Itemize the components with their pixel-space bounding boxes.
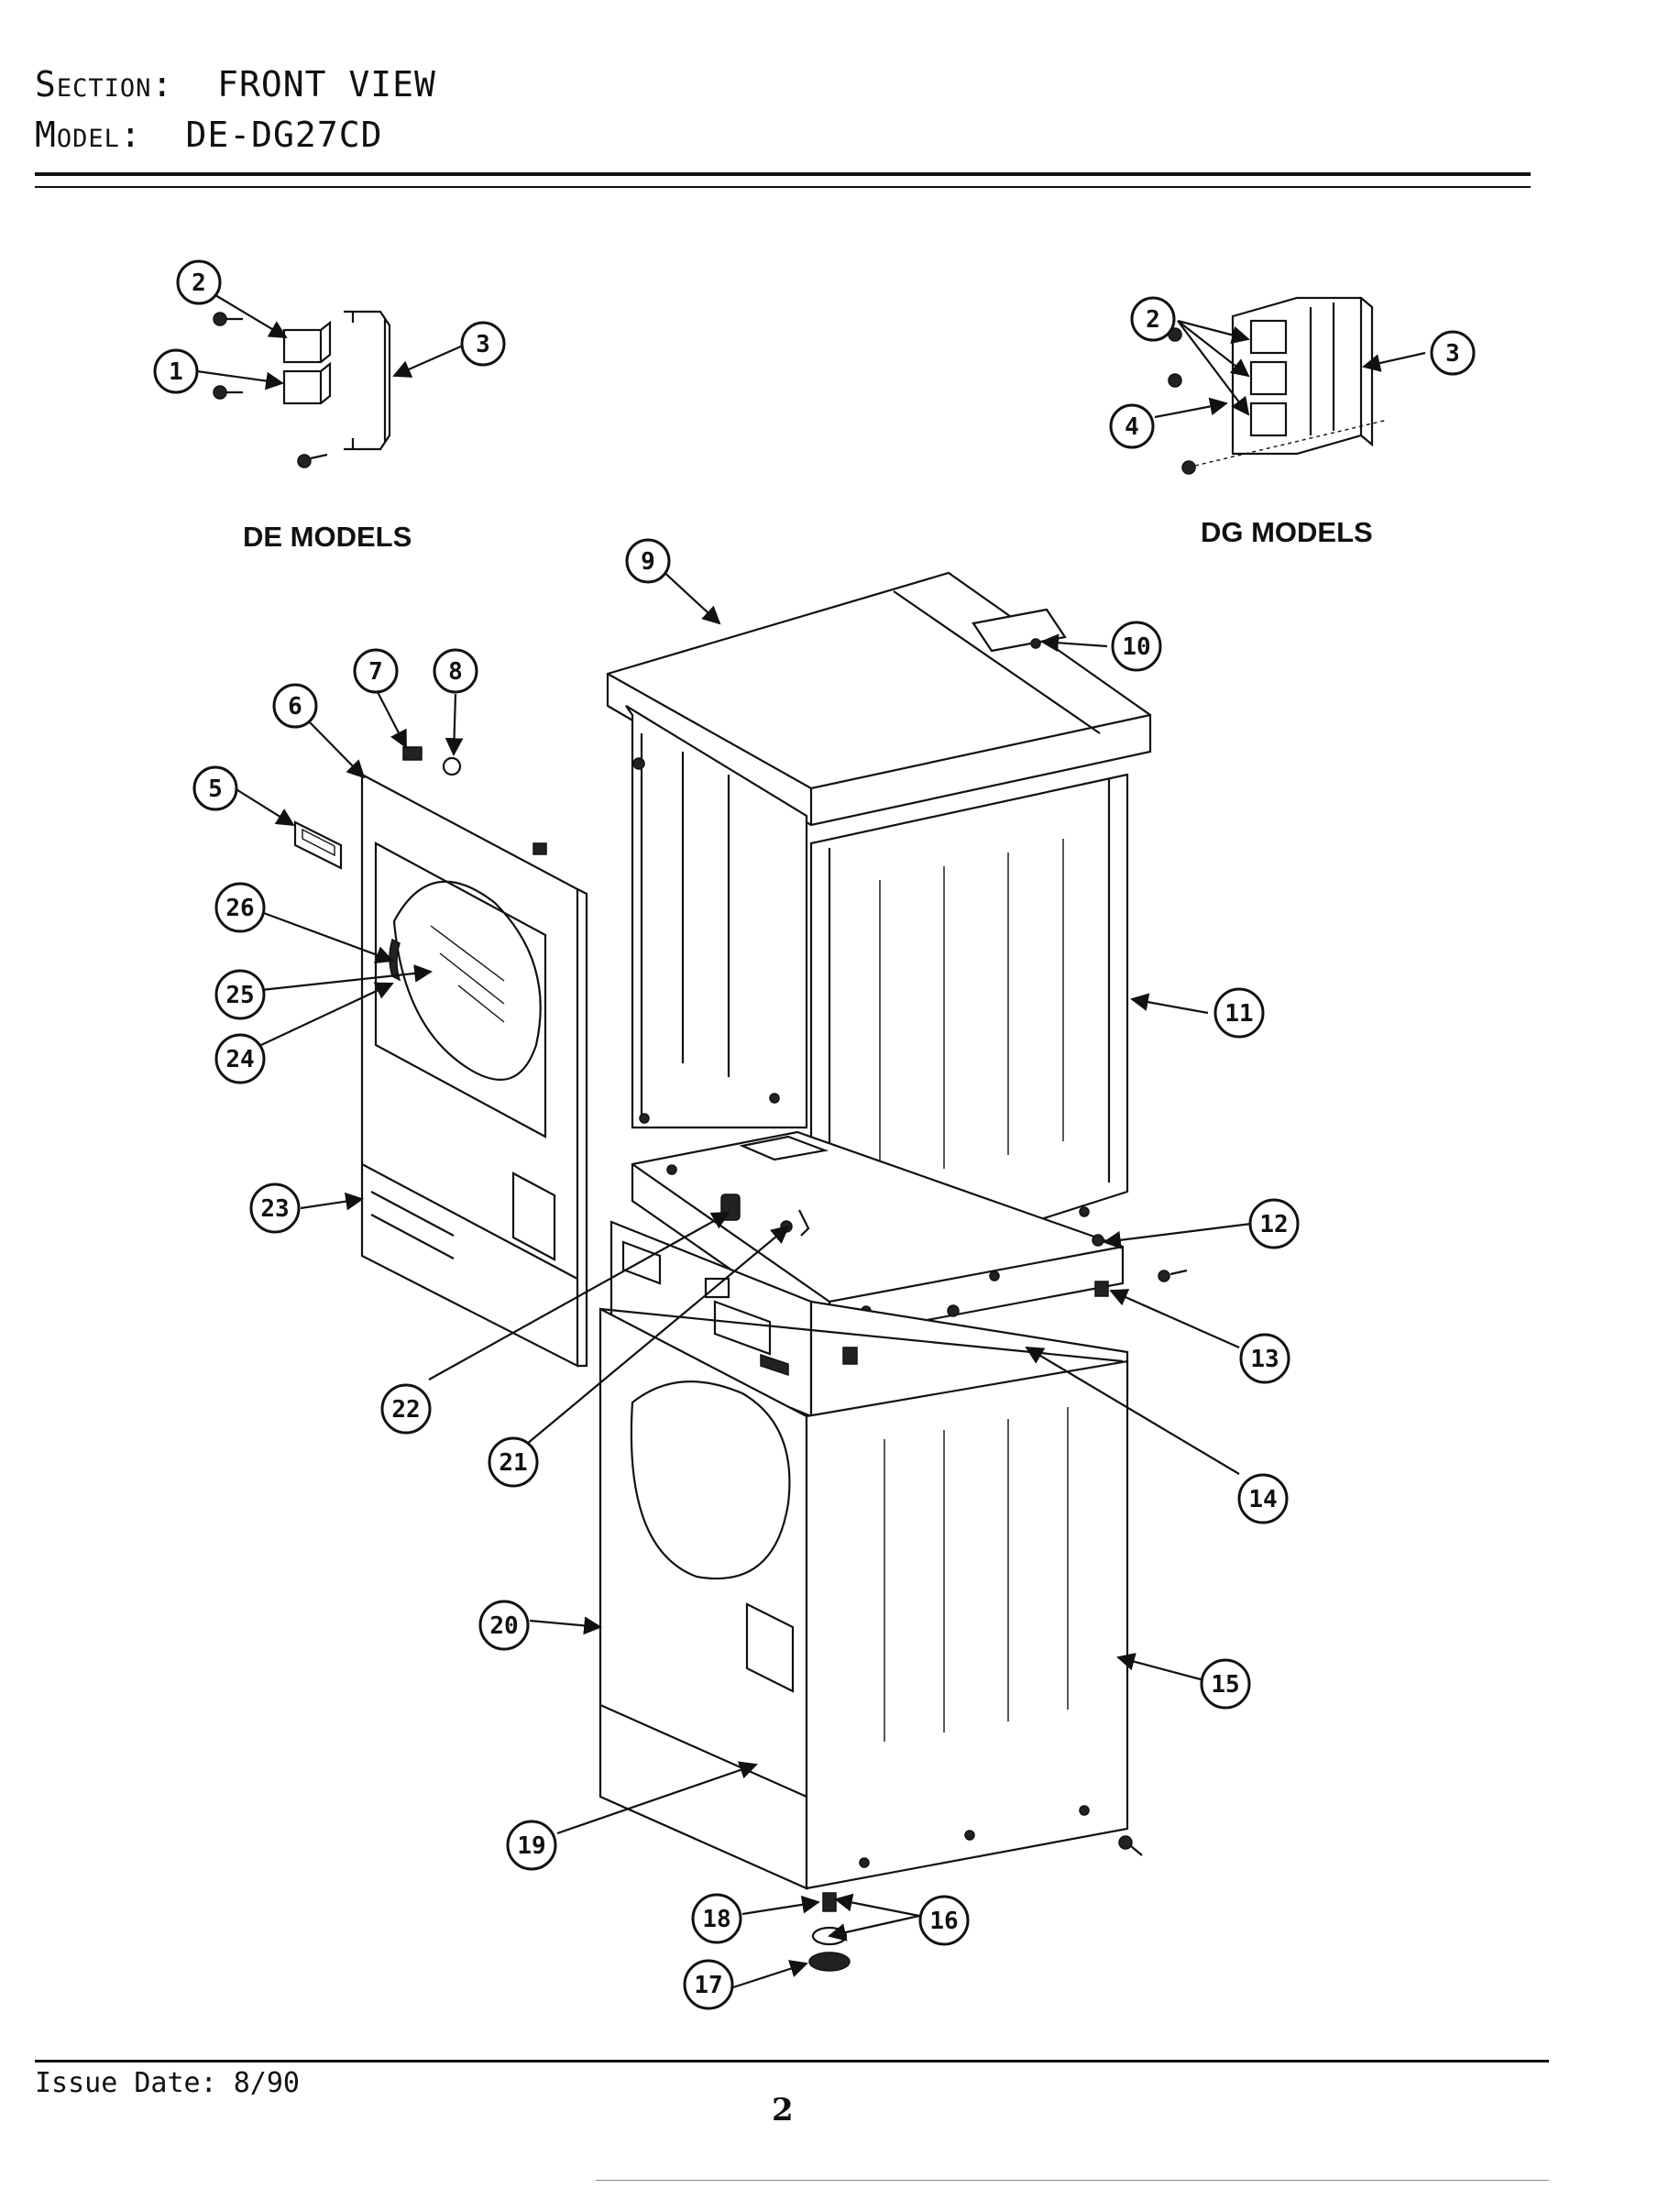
callout-13: 13	[1239, 1333, 1290, 1384]
callout-2-dg: 2	[1130, 296, 1176, 342]
caption-de-models: DE MODELS	[243, 521, 412, 553]
svg-text:1: 1	[169, 358, 183, 386]
page-number: 2	[772, 2092, 794, 2128]
svg-text:16: 16	[929, 1908, 958, 1935]
svg-text:3: 3	[1445, 340, 1460, 368]
section-key: Section:	[35, 64, 174, 104]
callout-8: 8	[433, 648, 478, 694]
callout-15: 15	[1200, 1658, 1251, 1710]
model-value: DE-DG27CD	[185, 115, 383, 155]
svg-text:14: 14	[1248, 1486, 1277, 1513]
callout-17: 17	[683, 1959, 734, 2010]
callout-11: 11	[1213, 987, 1265, 1039]
callout-23: 23	[249, 1182, 301, 1234]
svg-text:17: 17	[694, 1972, 722, 1999]
svg-text:10: 10	[1122, 633, 1150, 661]
section-line: Section: FRONT VIEW	[35, 64, 436, 104]
svg-text:11: 11	[1224, 1000, 1253, 1028]
svg-text:4: 4	[1125, 413, 1139, 441]
svg-text:12: 12	[1259, 1211, 1288, 1238]
svg-text:3: 3	[476, 331, 490, 358]
svg-text:20: 20	[489, 1612, 518, 1640]
callout-9: 9	[625, 538, 671, 584]
callout-26: 26	[214, 882, 266, 933]
svg-text:9: 9	[641, 548, 655, 576]
svg-text:6: 6	[288, 693, 302, 720]
callout-2-de: 2	[176, 259, 222, 305]
callout-4: 4	[1109, 403, 1155, 449]
svg-text:2: 2	[192, 270, 206, 297]
header-rule-thick	[35, 172, 1531, 176]
callout-6: 6	[272, 683, 318, 729]
svg-text:21: 21	[499, 1449, 527, 1477]
section-value: FRONT VIEW	[217, 64, 436, 104]
caption-dg-models: DG MODELS	[1201, 516, 1373, 548]
front-panel-assembly	[293, 746, 588, 1368]
callout-18: 18	[691, 1893, 742, 1944]
leader-lines	[196, 294, 1426, 1989]
dg-terminal-block-assembly	[1168, 296, 1389, 475]
svg-text:22: 22	[391, 1396, 420, 1424]
callout-3-dg: 3	[1430, 330, 1476, 376]
callout-5: 5	[192, 765, 238, 811]
top-cabinet-assembly	[606, 571, 1188, 1340]
callout-16: 16	[918, 1895, 970, 1946]
callout-21: 21	[488, 1436, 539, 1488]
svg-text:15: 15	[1211, 1671, 1239, 1699]
callout-19: 19	[506, 1820, 557, 1871]
callout-20: 20	[478, 1600, 530, 1651]
callout-1: 1	[153, 348, 199, 394]
svg-text:24: 24	[225, 1046, 254, 1073]
de-terminal-block-assembly	[213, 310, 391, 468]
issue-date: Issue Date: 8/90	[35, 2067, 300, 2099]
svg-text:2: 2	[1146, 306, 1160, 334]
svg-text:13: 13	[1250, 1346, 1279, 1373]
svg-text:26: 26	[225, 895, 254, 922]
callout-22: 22	[380, 1383, 432, 1435]
header-rule-thin	[35, 186, 1531, 188]
svg-text:5: 5	[208, 776, 223, 803]
callout-24: 24	[214, 1033, 266, 1084]
footer-rule	[35, 2060, 1549, 2062]
callout-10: 10	[1111, 621, 1162, 672]
svg-text:19: 19	[517, 1832, 545, 1860]
callout-14: 14	[1237, 1473, 1289, 1524]
bottom-scan-line	[596, 2180, 1549, 2181]
lower-cabinet-assembly	[598, 1307, 1143, 1972]
svg-text:7: 7	[368, 658, 383, 686]
svg-text:18: 18	[702, 1906, 730, 1933]
callout-3-de: 3	[460, 321, 506, 367]
callout-7: 7	[353, 648, 399, 694]
svg-text:23: 23	[260, 1195, 289, 1223]
svg-text:25: 25	[225, 982, 254, 1009]
callout-25: 25	[214, 969, 266, 1020]
model-line: Model: DE-DG27CD	[35, 115, 382, 155]
model-key: Model:	[35, 115, 142, 155]
callout-12: 12	[1248, 1198, 1300, 1249]
svg-text:8: 8	[448, 658, 463, 686]
